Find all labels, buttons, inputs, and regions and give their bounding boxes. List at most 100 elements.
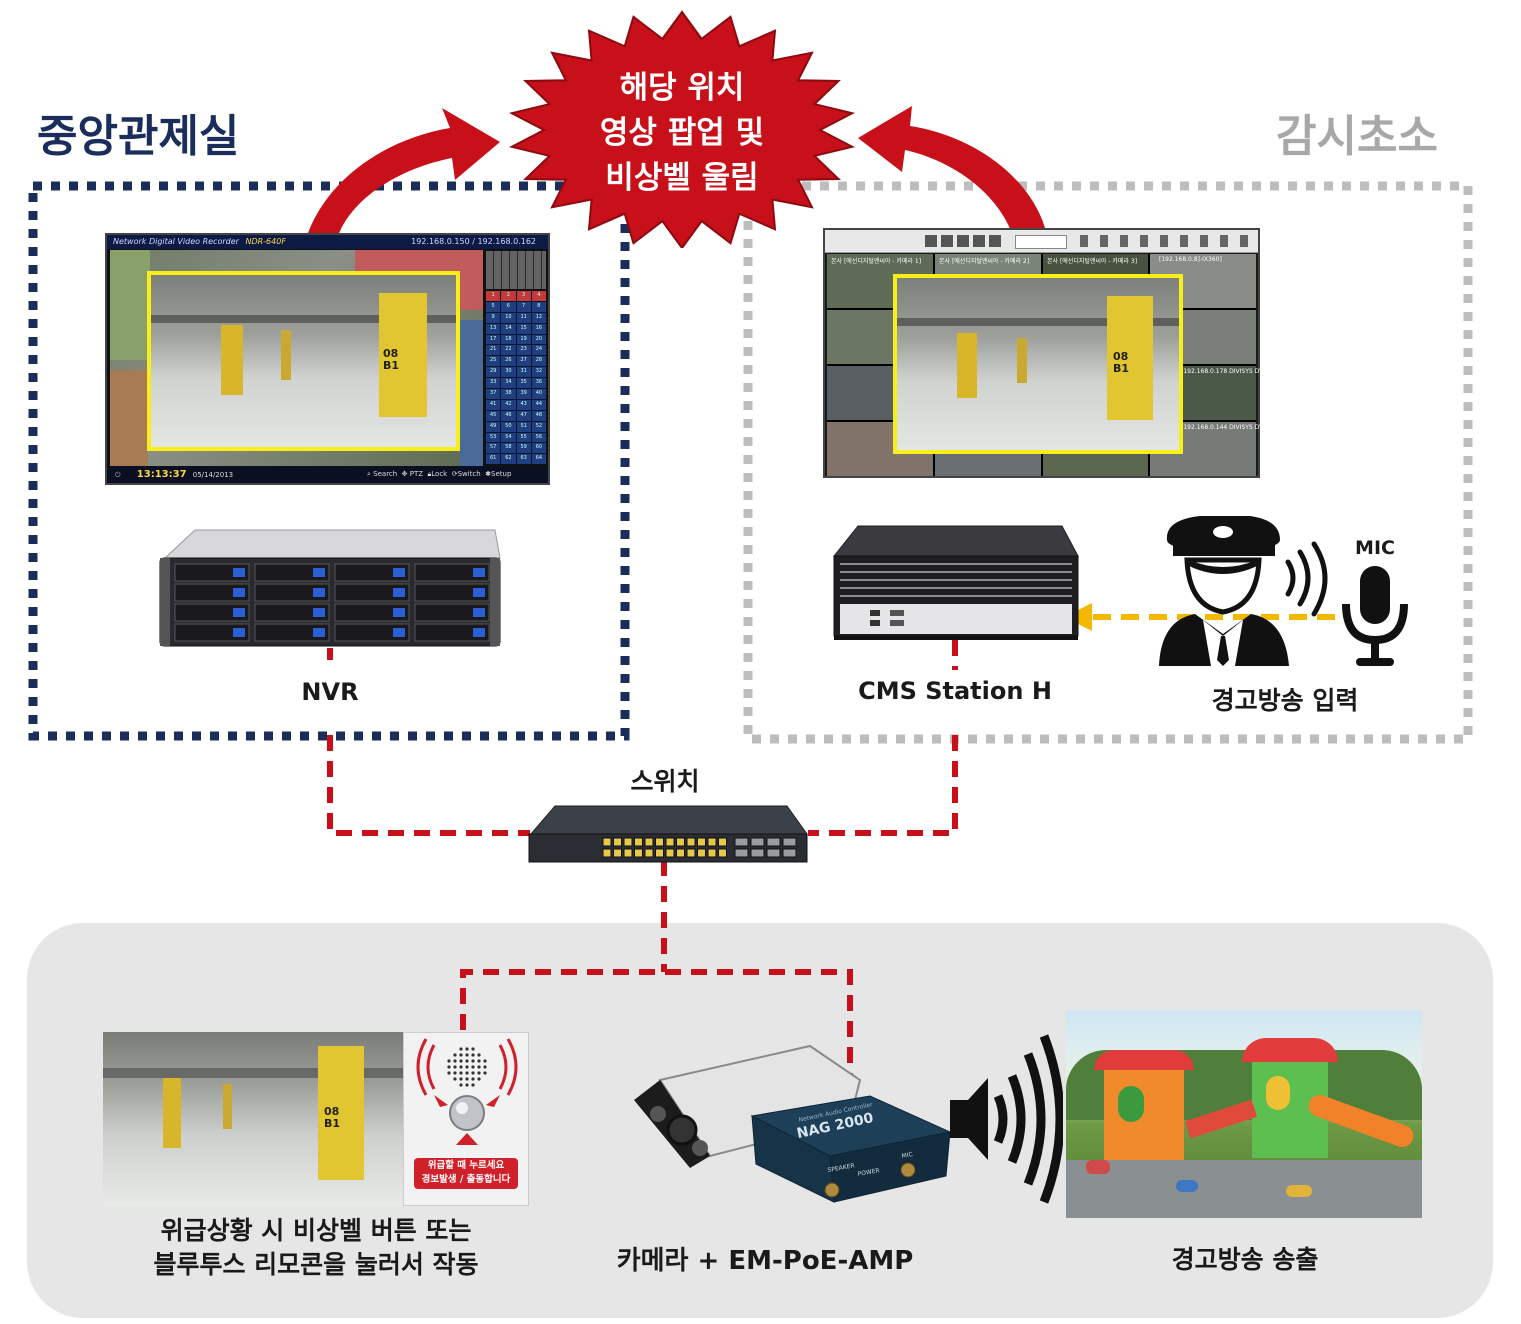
nvr-channel-cell[interactable]: 32 — [531, 367, 546, 378]
nvr-drive-bay — [414, 623, 490, 642]
nvr-channel-cell[interactable]: 55 — [516, 432, 531, 443]
nvr-channel-cell[interactable]: 27 — [516, 356, 531, 367]
nvr-channel-cell[interactable]: 5 — [486, 301, 501, 312]
camera-amp-label: 카메라 + EM-PoE-AMP — [616, 1246, 914, 1276]
nvr-channel-cell[interactable]: 41 — [486, 399, 501, 410]
nvr-channel-cell[interactable]: 26 — [501, 356, 516, 367]
nvr-channel-cell[interactable]: 51 — [516, 421, 531, 432]
nvr-channel-cell[interactable]: 39 — [516, 389, 531, 399]
nvr-channel-cell[interactable]: 50 — [501, 421, 516, 432]
nvr-channel-cell[interactable]: 60 — [531, 443, 546, 454]
nvr-channel-cell[interactable]: 38 — [501, 389, 516, 399]
nvr-channel-cell[interactable]: 30 — [501, 367, 516, 378]
nvr-channel-cell[interactable]: 61 — [486, 454, 501, 465]
nvr-channel-cell[interactable]: 25 — [486, 356, 501, 367]
nvr-channel-cell[interactable]: 44 — [531, 399, 546, 410]
bell-instruction-line-1: 위급할 때 누르세요 — [427, 1160, 505, 1171]
nvr-channel-cell[interactable]: 48 — [531, 410, 546, 421]
left-curved-arrow — [308, 108, 500, 236]
nvr-channel-cell[interactable]: 21 — [486, 345, 501, 356]
nvr-channel-cell[interactable]: 4 — [531, 291, 546, 301]
nvr-channel-cell[interactable]: 15 — [516, 323, 531, 334]
grille-dot — [471, 1083, 475, 1087]
nvr-channel-cell[interactable]: 14 — [501, 323, 516, 334]
nvr-channel-cell[interactable]: 64 — [531, 454, 546, 465]
nvr-drive-bay — [334, 603, 410, 622]
nvr-channel-cell[interactable]: 62 — [501, 454, 516, 465]
nvr-setup-button[interactable]: Setup — [491, 470, 512, 478]
grille-dot — [459, 1083, 463, 1087]
grille-dot — [477, 1059, 481, 1063]
mic-label: MIC — [1355, 537, 1395, 559]
nvr-drive-bay — [174, 583, 250, 602]
grille-dot — [471, 1065, 475, 1069]
nvr-channel-cell[interactable]: 10 — [501, 312, 516, 323]
playground-photo — [1066, 1010, 1422, 1218]
nvr-channel-cell[interactable]: 46 — [501, 410, 516, 421]
nvr-channel-cell[interactable]: 13 — [486, 323, 501, 334]
nvr-channel-cell[interactable]: 63 — [516, 454, 531, 465]
nvr-ptz-button[interactable]: PTZ — [409, 470, 424, 478]
nvr-drive-latch — [313, 588, 325, 597]
nvr-channel-cell[interactable]: 8 — [531, 301, 546, 312]
nvr-channel-cell[interactable]: 19 — [516, 334, 531, 345]
nvr-channel-cell[interactable]: 6 — [501, 301, 516, 312]
nvr-channel-cell[interactable]: 52 — [531, 421, 546, 432]
switch-port — [665, 837, 675, 847]
nvr-channel-cell[interactable]: 54 — [501, 432, 516, 443]
nvr-channel-cell[interactable]: 18 — [501, 334, 516, 345]
nvr-channel-cell[interactable]: 16 — [531, 323, 546, 334]
nvr-channel-cell[interactable]: 57 — [486, 443, 501, 454]
nvr-channel-cell[interactable]: 56 — [531, 432, 546, 443]
nvr-channel-cell[interactable]: 7 — [516, 301, 531, 312]
switch-sfp-port — [782, 837, 797, 847]
nvr-channel-cell[interactable]: 45 — [486, 410, 501, 421]
nvr-channel-cell[interactable]: 58 — [501, 443, 516, 454]
nvr-channel-cell[interactable]: 42 — [501, 399, 516, 410]
nvr-search-button[interactable]: Search — [373, 470, 398, 478]
nvr-channel-cell[interactable]: 47 — [516, 410, 531, 421]
nvr-channel-cell[interactable]: 33 — [486, 378, 501, 389]
grille-dot — [459, 1047, 463, 1051]
nvr-channel-cell[interactable]: 22 — [501, 345, 516, 356]
nvr-channel-cell[interactable]: 40 — [531, 389, 546, 399]
nvr-channel-cell[interactable]: 43 — [516, 399, 531, 410]
nvr-channel-cell[interactable]: 20 — [531, 334, 546, 345]
nvr-device — [159, 529, 501, 647]
nvr-model-text: NDR-640F — [245, 237, 286, 246]
nvr-channel-cell[interactable]: 24 — [531, 345, 546, 356]
nvr-channel-cell[interactable]: 2 — [501, 291, 516, 301]
grille-dot — [465, 1083, 469, 1087]
nvr-channel-cell[interactable]: 34 — [501, 378, 516, 389]
nvr-channel-cell[interactable]: 37 — [486, 389, 501, 399]
nvr-channel-cell[interactable]: 11 — [516, 312, 531, 323]
nvr-ip-text: 192.168.0.150 / 192.168.0.162 — [411, 237, 536, 246]
nvr-channel-cell[interactable]: 35 — [516, 378, 531, 389]
nvr-channel-cell[interactable]: 36 — [531, 378, 546, 389]
nvr-channel-cell[interactable]: 3 — [516, 291, 531, 301]
switch-sfp-port — [766, 848, 781, 858]
nvr-channel-cell[interactable]: 1 — [486, 291, 501, 301]
nvr-channel-cell[interactable]: 28 — [531, 356, 546, 367]
nvr-channel-cell[interactable]: 59 — [516, 443, 531, 454]
nvr-channel-cell[interactable]: 17 — [486, 334, 501, 345]
nvr-drive-bay — [334, 583, 410, 602]
grille-dot — [465, 1071, 469, 1075]
nvr-channel-cell[interactable]: 53 — [486, 432, 501, 443]
grille-dot — [465, 1047, 469, 1051]
nvr-lock-button[interactable]: Lock — [431, 470, 448, 478]
nvr-drive-bay — [174, 623, 250, 642]
nvr-channel-cell[interactable]: 9 — [486, 312, 501, 323]
amp-port-mic: MIC — [901, 1151, 913, 1160]
nvr-channel-cell[interactable]: 12 — [531, 312, 546, 323]
nvr-channel-cell[interactable]: 31 — [516, 367, 531, 378]
nvr-switch-button[interactable]: Switch — [457, 470, 481, 478]
cms-label: CMS Station H — [858, 677, 1052, 705]
nvr-channel-cell[interactable]: 49 — [486, 421, 501, 432]
nvr-channel-cell[interactable]: 23 — [516, 345, 531, 356]
grille-dot — [483, 1071, 487, 1075]
nvr-channel-cell[interactable]: 29 — [486, 367, 501, 378]
